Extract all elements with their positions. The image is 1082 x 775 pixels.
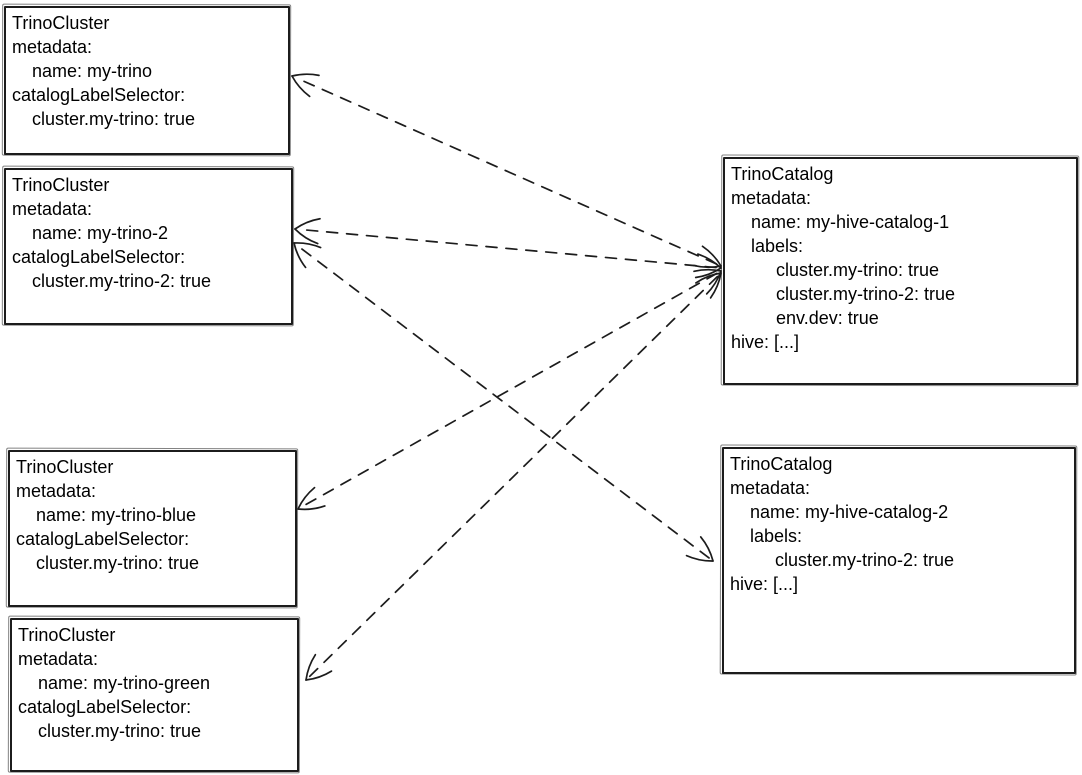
yaml-line: cluster.my-trino: true (16, 553, 200, 573)
node-trinocatalog-my-hive-catalog-2: TrinoCatalog metadata: name: my-hive-cat… (722, 447, 1076, 674)
yaml-line: TrinoCluster (12, 175, 110, 195)
yaml-line: cluster.my-trino-2: true (731, 284, 956, 304)
node-trinocluster-my-trino-blue: TrinoCluster metadata: name: my-trino-bl… (8, 450, 297, 607)
yaml-line: catalogLabelSelector: (16, 529, 190, 549)
edge-trino-catalog-1-to-trino-cluster-2 (294, 217, 722, 279)
yaml-line: metadata: (12, 199, 93, 219)
yaml-line: catalogLabelSelector: (18, 697, 192, 717)
yaml-line: name: my-hive-catalog-2 (730, 502, 949, 522)
yaml-line: TrinoCluster (16, 457, 114, 477)
yaml-line: hive: [...] (731, 332, 800, 352)
yaml-line: metadata: (731, 188, 812, 208)
yaml-line: TrinoCluster (18, 625, 116, 645)
yaml-line: labels: (731, 236, 804, 256)
yaml-line: name: my-trino-blue (16, 505, 197, 525)
node-trinocluster-my-trino-2: TrinoCluster metadata: name: my-trino-2 … (4, 168, 293, 325)
yaml-line: metadata: (18, 649, 99, 669)
yaml-line: cluster.my-trino-2: true (730, 550, 955, 570)
edge-trino-catalog-1-to-trino-cluster-green (305, 272, 722, 681)
yaml-line: name: my-trino-green (18, 673, 211, 693)
yaml-line: cluster.my-trino: true (18, 721, 202, 741)
yaml-line: name: my-trino (12, 61, 153, 81)
node-trinocatalog-my-hive-catalog-1: TrinoCatalog metadata: name: my-hive-cat… (723, 157, 1078, 385)
edge-trino-catalog-1-to-trino-cluster-1 (291, 73, 722, 269)
node-trinocluster-my-trino: TrinoCluster metadata: name: my-trino ca… (4, 6, 290, 155)
yaml-line: cluster.my-trino-2: true (12, 271, 212, 291)
yaml-line: cluster.my-trino: true (731, 260, 940, 280)
yaml-line: catalogLabelSelector: (12, 247, 186, 267)
yaml-line: cluster.my-trino: true (12, 109, 196, 129)
yaml-line: hive: [...] (730, 574, 799, 594)
yaml-line: name: my-trino-2 (12, 223, 169, 243)
yaml-line: catalogLabelSelector: (12, 85, 186, 105)
yaml-line: name: my-hive-catalog-1 (731, 212, 950, 232)
yaml-line: TrinoCatalog (730, 454, 833, 474)
yaml-line: TrinoCatalog (731, 164, 834, 184)
yaml-line: metadata: (12, 37, 93, 57)
node-trinocluster-my-trino-green: TrinoCluster metadata: name: my-trino-gr… (10, 618, 299, 772)
yaml-line: TrinoCluster (12, 13, 110, 33)
edge-trino-catalog-1-to-trino-cluster-blue (297, 268, 722, 511)
edge-trino-catalog-2-to-trino-cluster-2 (293, 242, 714, 562)
yaml-line: metadata: (730, 478, 811, 498)
yaml-line: labels: (730, 526, 803, 546)
yaml-line: metadata: (16, 481, 97, 501)
yaml-line: env.dev: true (731, 308, 879, 328)
